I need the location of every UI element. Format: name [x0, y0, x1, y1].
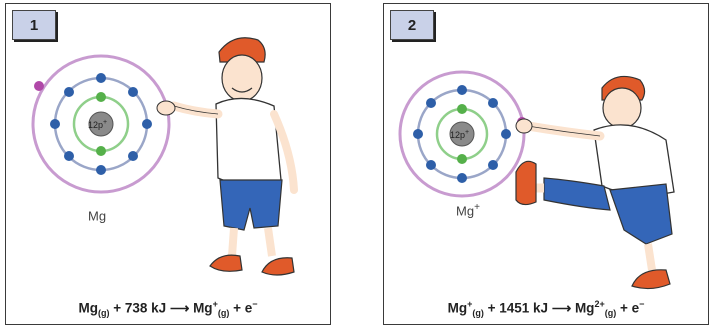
electron [413, 129, 423, 139]
electron [50, 119, 60, 129]
magnesium-atom: 12p+ [33, 56, 169, 192]
electron [128, 151, 138, 161]
illustration-1: 12p+ [6, 4, 332, 326]
electron [96, 165, 106, 175]
electron [488, 160, 498, 170]
electron [426, 98, 436, 108]
electron [142, 119, 152, 129]
panel-2: 2 12p+ [383, 3, 709, 325]
electron [457, 85, 467, 95]
magnesium-ion: 12p+ [400, 72, 527, 196]
illustration-2: 12p+ [384, 4, 710, 326]
reaction-arrow: ⟶ [552, 300, 571, 315]
panel-1: 1 12p+ [5, 3, 331, 325]
ionization-equation-1: Mg(g) + 738 kJ ⟶ Mg+(g) + e− [6, 299, 330, 318]
electron [457, 173, 467, 183]
electron [501, 129, 511, 139]
reaction-arrow: ⟶ [170, 300, 189, 315]
electron [64, 87, 74, 97]
ionization-equation-2: Mg+(g) + 1451 kJ ⟶ Mg2+(g) + e− [384, 299, 708, 318]
electron [457, 104, 467, 114]
atom-label: Mg [88, 207, 106, 223]
electron [96, 146, 106, 156]
electron [426, 160, 436, 170]
electron [96, 73, 106, 83]
boy-figure-pulling [516, 76, 674, 288]
boy-figure [157, 38, 294, 275]
valence-electron [34, 81, 44, 91]
electron [488, 98, 498, 108]
electron [96, 92, 106, 102]
electron [457, 154, 467, 164]
electron [128, 87, 138, 97]
electron [64, 151, 74, 161]
ion-label: Mg+ [456, 202, 480, 218]
